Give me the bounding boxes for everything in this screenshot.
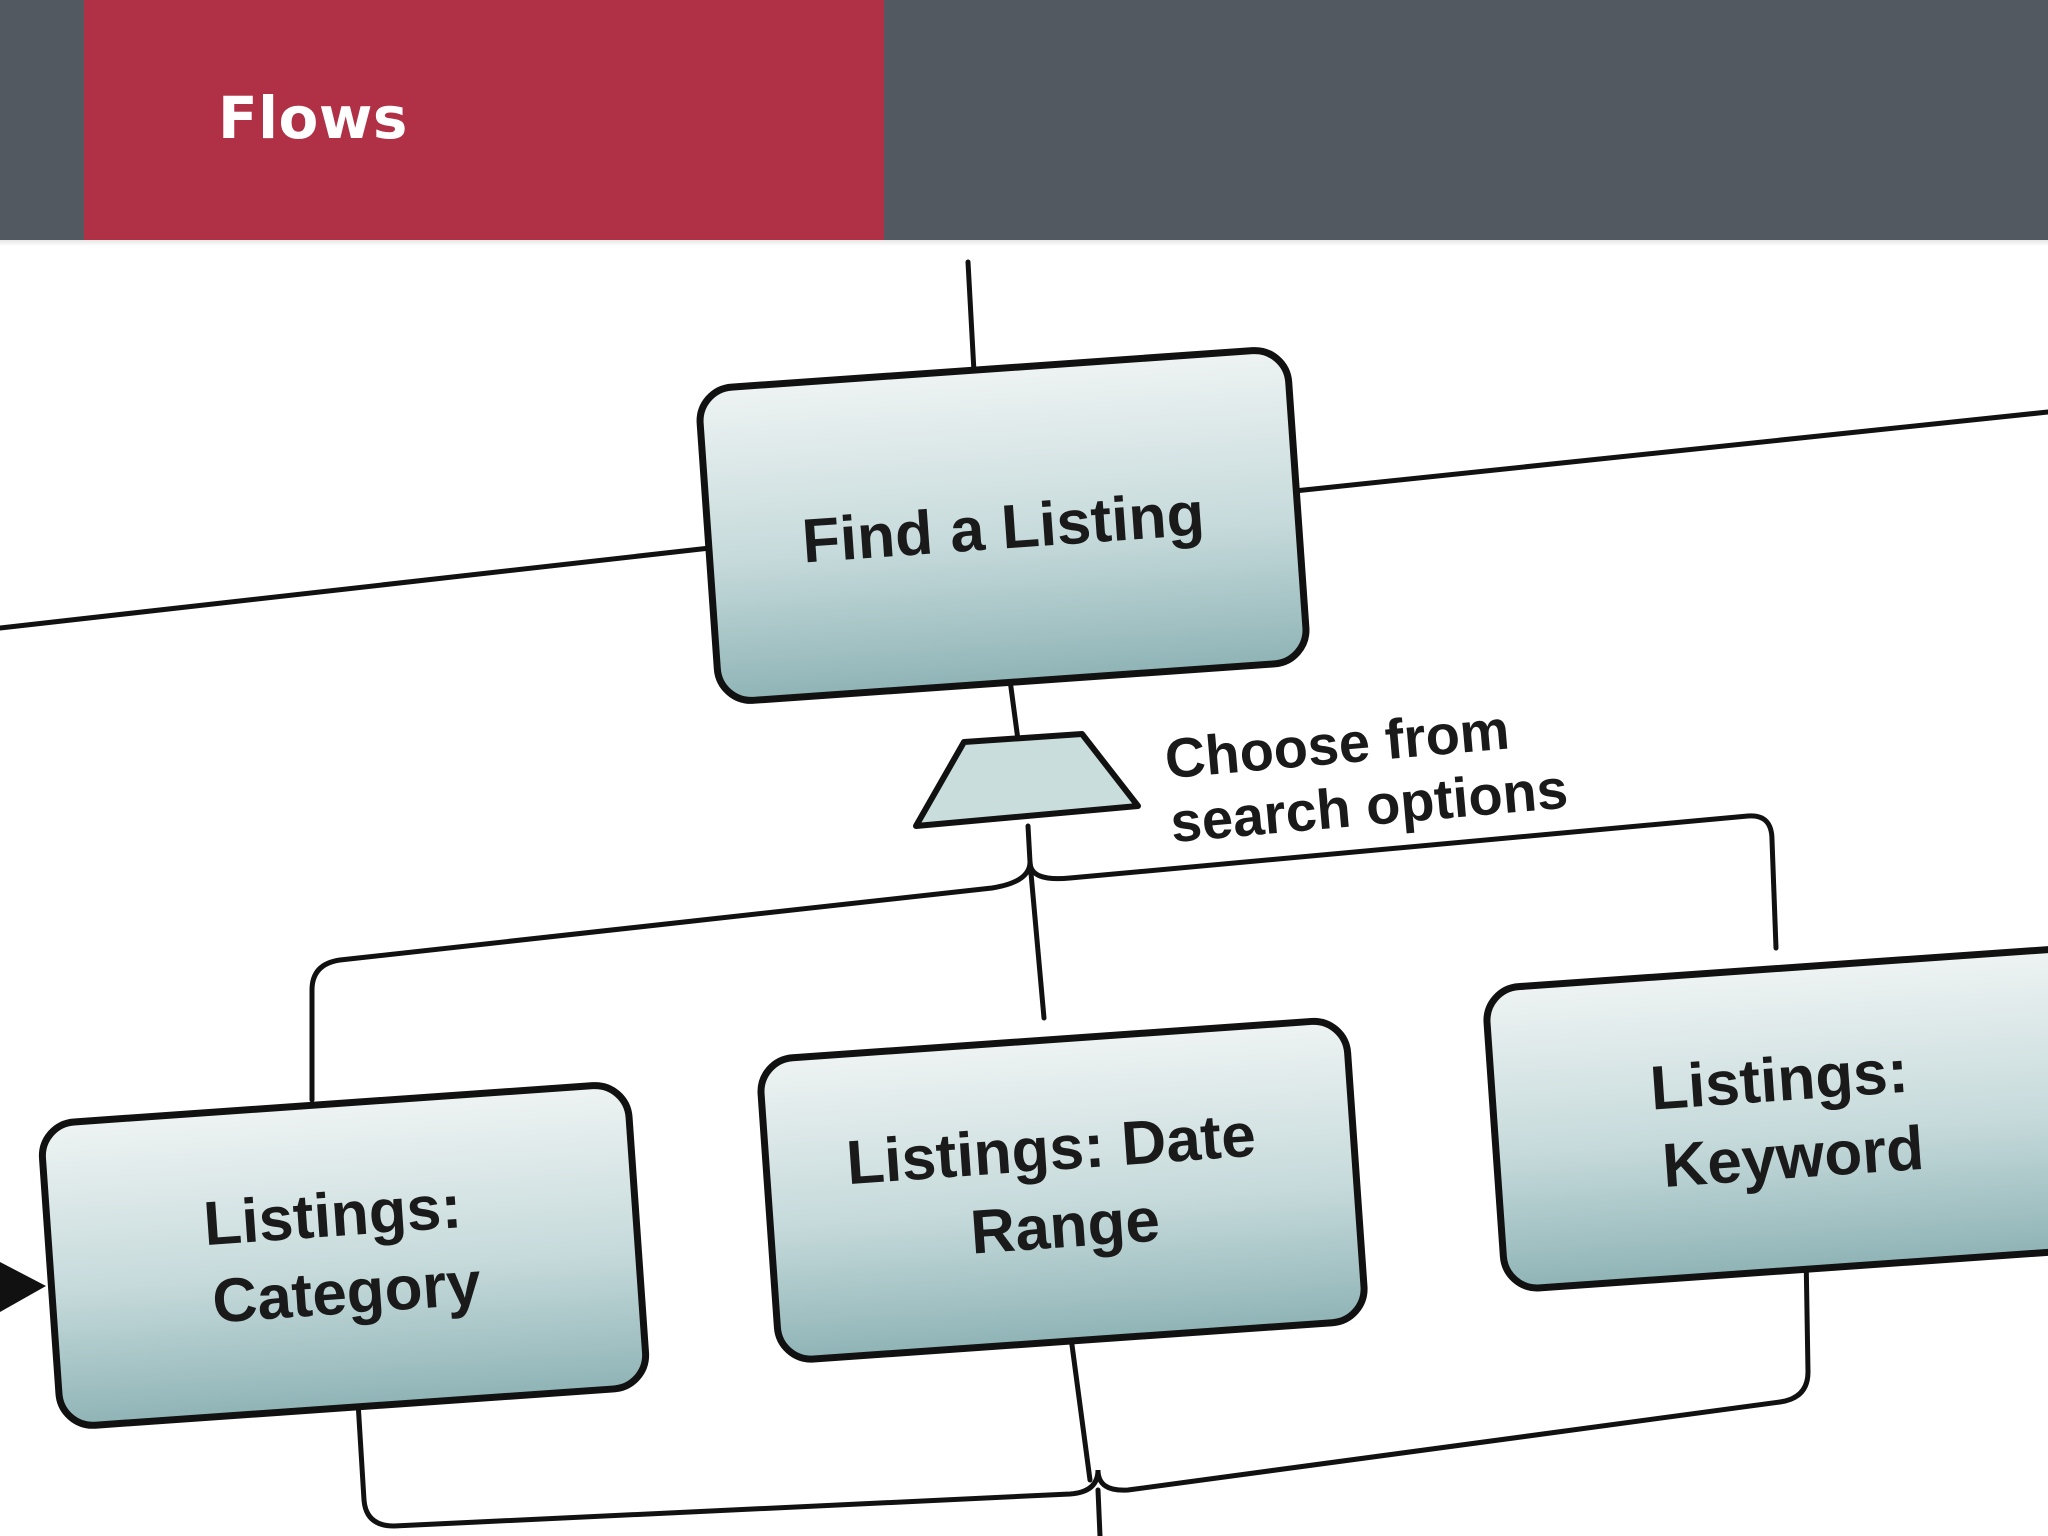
connector-right-horizontal (1282, 409, 2048, 495)
header-title-tab (84, 0, 884, 240)
connector-center-vertical (1027, 859, 1047, 1021)
connector-decision-stem (1025, 823, 1033, 865)
node-listings-category: Listings: Category (38, 1082, 650, 1429)
arrowhead-left-icon (0, 1262, 46, 1312)
page-title: Flows (218, 84, 408, 152)
connector-top-entry (965, 259, 977, 375)
header-shadow (0, 240, 2048, 246)
connector-merge-exit (1095, 1487, 1103, 1536)
connector-find-to-decision (1007, 677, 1021, 743)
node-find-listing: Find a Listing (696, 347, 1310, 704)
connector-center-lower (1067, 1327, 1093, 1483)
connector-merge-bracket (355, 1249, 1811, 1529)
decision-trapezoid (913, 731, 1141, 829)
svg-text:Listings: Keyword: Listings: Keyword (1648, 1036, 1933, 1202)
node-listings-keyword: Listings: Keyword (1483, 945, 2048, 1292)
decision-annotation: Choose from search options (1162, 693, 1570, 854)
connector-left-horizontal (0, 545, 713, 631)
node-date-range-label-line2: Range (968, 1186, 1162, 1268)
svg-text:Choose from search opt: Choose from search options (1162, 693, 1570, 854)
node-listings-date-range: Listings: Date Range (757, 1017, 1368, 1363)
connector-lines (0, 259, 2048, 1536)
